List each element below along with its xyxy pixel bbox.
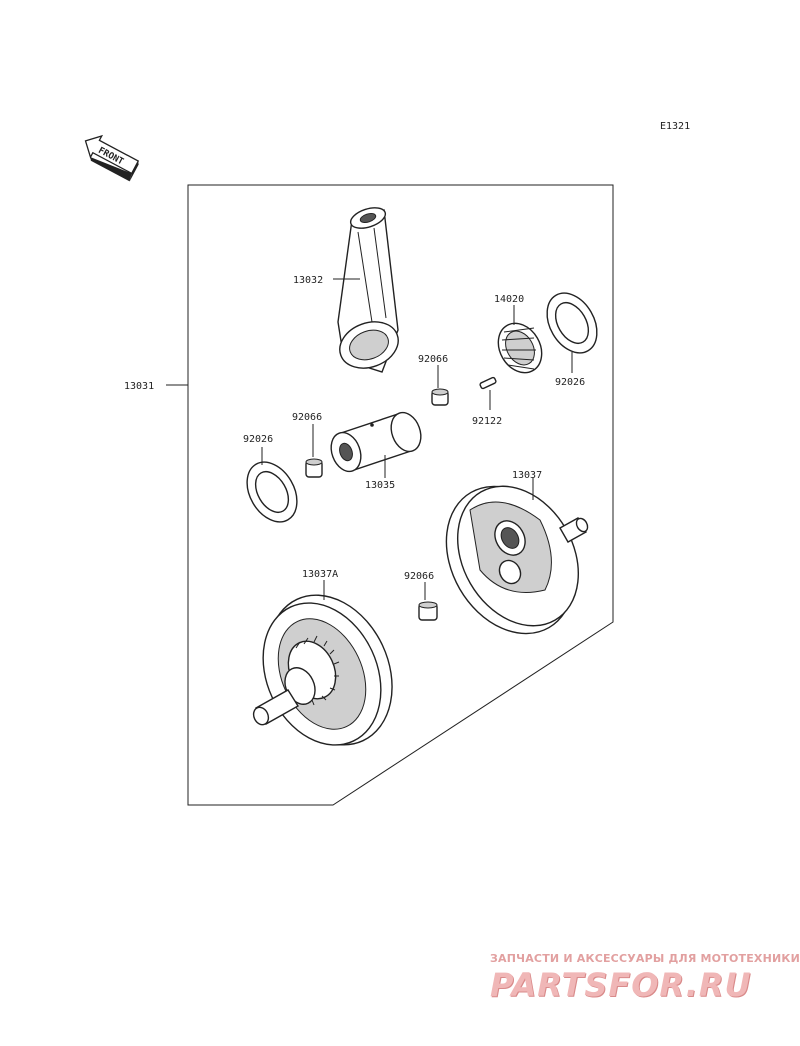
needle-bearing — [497, 322, 543, 374]
dowel-pin-lower — [418, 601, 438, 621]
crank-pin — [330, 411, 422, 473]
connecting-rod — [337, 207, 399, 373]
label-92066-left: 92066 — [292, 412, 322, 423]
label-92026-left: 92026 — [243, 434, 273, 445]
label-92026-right: 92026 — [555, 377, 585, 388]
label-13037: 13037 — [512, 470, 542, 481]
dowel-pin-left — [305, 458, 323, 478]
label-13035: 13035 — [365, 480, 395, 491]
label-92066-lower: 92066 — [404, 571, 434, 582]
dowel-pin-upper — [431, 388, 449, 406]
label-13037a: 13037A — [302, 569, 338, 580]
label-92122: 92122 — [472, 416, 502, 427]
assembly-frame — [187, 184, 614, 806]
label-14020: 14020 — [494, 294, 524, 305]
diagram-code: E1321 — [660, 121, 690, 132]
gear-icon — [284, 635, 340, 706]
label-13032: 13032 — [293, 275, 323, 286]
flywheel-left — [252, 594, 393, 746]
small-pin — [479, 376, 497, 390]
label-92066-upper: 92066 — [418, 354, 448, 365]
flywheel-right — [445, 485, 589, 635]
front-arrow-icon: FRONT — [84, 134, 140, 182]
thrust-washer-left — [246, 461, 298, 523]
thrust-washer-right — [546, 292, 598, 354]
label-13031: 13031 — [124, 381, 154, 392]
watermark-tagline: ЗАПЧАСТИ И АКСЕССУАРЫ ДЛЯ МОТОТЕХНИКИ — [490, 952, 800, 965]
watermark-brand: PARTSFOR.RU — [490, 966, 752, 1004]
